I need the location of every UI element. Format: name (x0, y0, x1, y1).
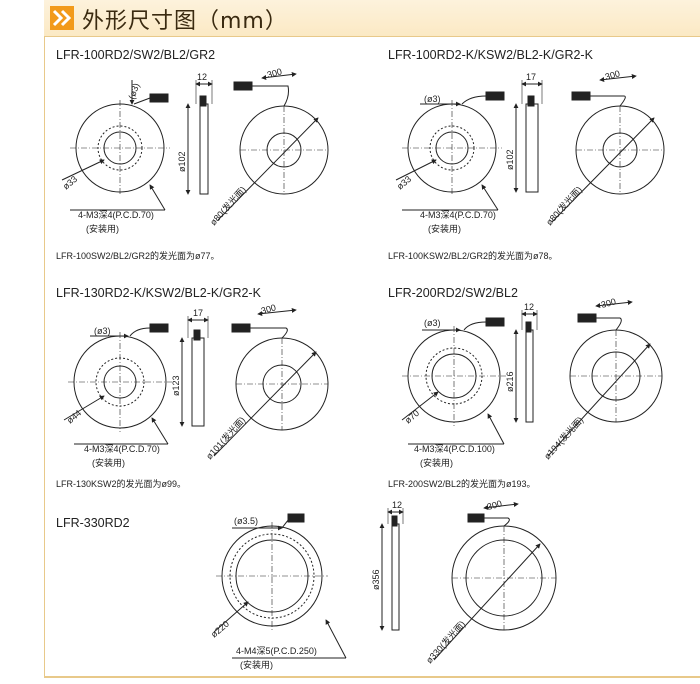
outer-diameter-label: ø216 (505, 371, 515, 392)
width-label: 17 (193, 308, 203, 318)
mount-hole-label: 4-M3深4(P.C.D.70) (84, 444, 160, 454)
width-label: 17 (526, 72, 536, 82)
cable-length-label: 300 (486, 498, 503, 512)
outer-diameter-label: ø102 (505, 149, 515, 170)
mount-purpose-label: (安装用) (420, 457, 453, 468)
model-note: LFR-100SW2/BL2/GR2的发光面为ø77。 (56, 251, 220, 261)
mount-purpose-label: (安装用) (240, 659, 273, 670)
side-view-profile (185, 80, 213, 195)
left-divider (44, 36, 45, 676)
emit-diameter-label: ø194(发光面) (541, 414, 585, 461)
hole-label: (ø3) (94, 326, 111, 336)
mount-hole-label: 4-M3深4(P.C.D.70) (78, 210, 154, 220)
front-view-ring (63, 323, 172, 445)
hole-label: (ø3.5) (234, 516, 258, 526)
cable-length-label: 300 (600, 296, 617, 310)
width-label: 12 (197, 72, 207, 82)
bottom-divider (44, 676, 700, 678)
inner-diameter-label: ø33 (61, 174, 79, 192)
outer-diameter-label: ø356 (371, 569, 381, 590)
mount-hole-label: 4-M4深5(P.C.D.250) (236, 646, 317, 656)
width-label: 12 (392, 500, 402, 510)
emit-diameter-label: ø330(发光面) (423, 618, 467, 665)
section-header: 外形尺寸图（mm） (44, 0, 700, 37)
model-title: LFR-100RD2/SW2/BL2/GR2 (56, 48, 216, 62)
mount-purpose-label: (安装用) (86, 223, 119, 234)
inner-diameter-label: ø70 (403, 408, 421, 426)
inner-diameter-label: ø33 (395, 174, 413, 192)
mount-purpose-label: (安装用) (92, 457, 125, 468)
page-title: 外形尺寸图（mm） (82, 9, 288, 34)
back-view-ring (433, 502, 557, 661)
model-note: LFR-200SW2/BL2的发光面为ø193。 (388, 479, 536, 489)
side-view-profile (513, 310, 538, 423)
outer-diameter-label: ø123 (171, 375, 181, 396)
back-view-ring (551, 73, 665, 223)
side-view-profile (379, 508, 404, 631)
model-title: LFR-330RD2 (56, 516, 130, 530)
model-title: LFR-130RD2-K/KSW2/BL2-K/GR2-K (56, 286, 261, 300)
cable-length-label: 300 (604, 68, 621, 82)
hole-label: (ø3) (424, 318, 441, 328)
cable-length-label: 300 (260, 302, 277, 316)
model-title: LFR-100RD2-K/KSW2/BL2-K/GR2-K (388, 48, 593, 62)
front-view-ring (401, 317, 506, 445)
front-view-ring (395, 91, 505, 211)
hole-label: (ø3) (126, 82, 141, 101)
mount-hole-label: 4-M3深4(P.C.D.100) (414, 444, 495, 454)
front-view-ring (61, 80, 170, 211)
double-chevron-right-icon (50, 6, 74, 30)
mount-hole-label: 4-M3深4(P.C.D.70) (420, 210, 496, 220)
side-view-profile (513, 80, 543, 193)
emit-diameter-label: ø101(发光面) (203, 414, 247, 461)
width-label: 12 (524, 302, 534, 312)
front-view-ring (213, 513, 347, 659)
back-view-ring (217, 72, 329, 221)
emit-diameter-label: ø80(发光面) (543, 184, 584, 227)
model-note: LFR-100KSW2/BL2/GR2的发光面为ø78。 (388, 251, 558, 261)
model-title: LFR-200RD2/SW2/BL2 (388, 286, 518, 300)
model-note: LFR-130KSW2的发光面为ø99。 (56, 479, 187, 489)
mount-purpose-label: (安装用) (428, 223, 461, 234)
hole-label: (ø3) (424, 94, 441, 104)
back-view-ring (547, 299, 663, 457)
cable-length-label: 300 (266, 66, 283, 80)
back-view-ring (213, 307, 329, 457)
inner-diameter-label: ø220 (209, 619, 231, 640)
emit-diameter-label: ø80(发光面) (207, 184, 248, 227)
outer-diameter-label: ø102 (177, 151, 187, 172)
side-view-profile (179, 316, 209, 427)
